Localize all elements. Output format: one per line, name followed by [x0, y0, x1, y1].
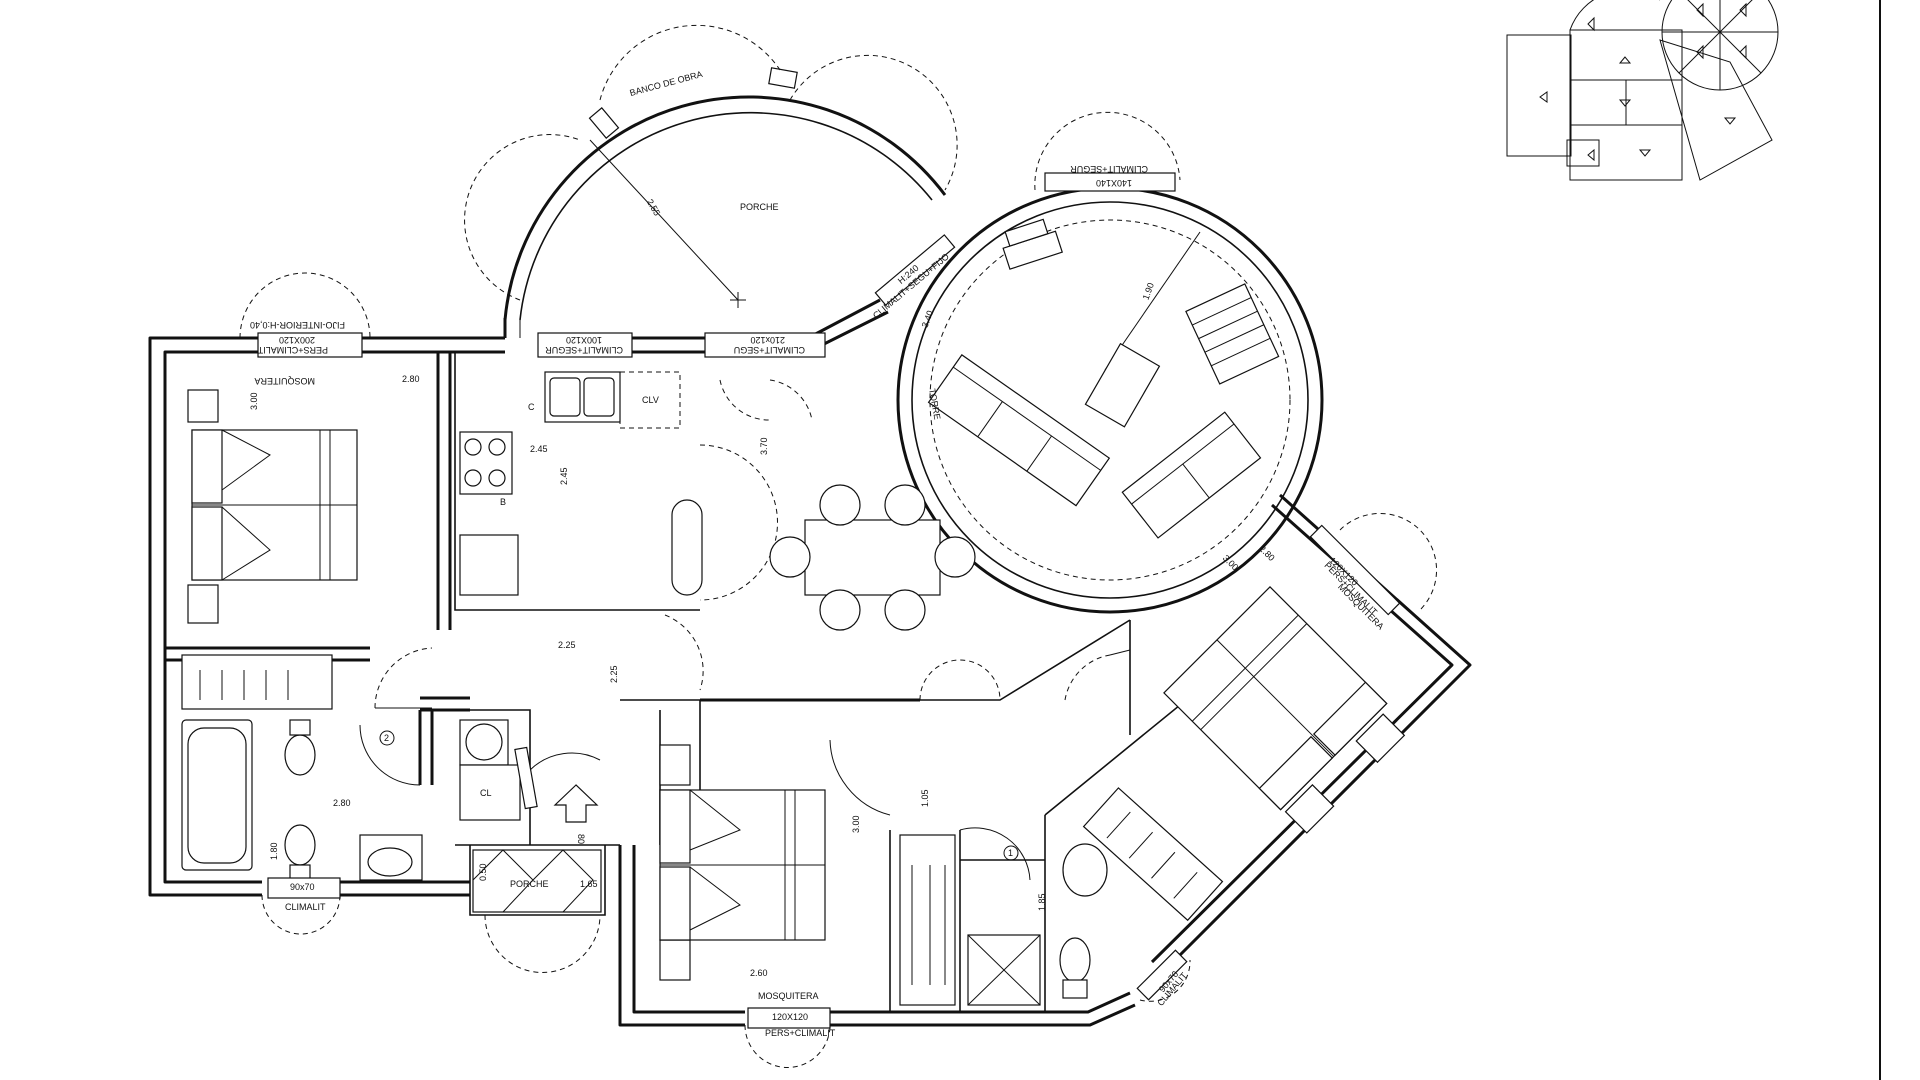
- window-door-line2: CLIMALIT+SEGU: [734, 345, 805, 355]
- dim-2-55: 2.55: [645, 197, 662, 217]
- window-left-top-line2: 200X120: [279, 335, 315, 345]
- bedroom-middle-furniture: [659, 744, 956, 1006]
- kitchen-furniture: [459, 371, 703, 596]
- bedroom-left-furniture: [181, 389, 358, 710]
- bathroom-middle-fixtures: [967, 843, 1108, 1006]
- dim-1-90: 1.90: [1141, 281, 1156, 301]
- label-cl: CL: [480, 788, 492, 798]
- dim-1-65: 1.65: [580, 879, 598, 889]
- closet-and-boiler: [459, 719, 599, 823]
- label-num-2: 2: [384, 733, 389, 743]
- sofa-left: [927, 354, 1111, 507]
- dim-1-80: 1.80: [269, 842, 279, 860]
- bedroom-right-furniture: [1082, 586, 1406, 922]
- label-banco-obra: BANCO DE OBRA: [629, 69, 704, 98]
- dim-2-60: 2.60: [750, 968, 768, 978]
- dim-2-80-bath: 2.80: [333, 798, 351, 808]
- window-left-top-line1: FIJO-INTERIOR-H:0,40: [250, 320, 345, 330]
- window-tower-line1: 140X140: [1096, 178, 1132, 188]
- dim-1-05: 1.05: [920, 789, 930, 807]
- dim-3-00-left: 3.00: [249, 392, 259, 410]
- interior-walls: [165, 352, 1276, 1012]
- window-marks: [257, 172, 1401, 1029]
- doors: [239, 272, 1438, 1068]
- window-bottom-line1: 120X120: [772, 1012, 808, 1022]
- bathroom-left-fixtures: [181, 719, 423, 881]
- dim-80: 80: [576, 834, 586, 844]
- label-mosquitera-left: MOSQUITERA: [254, 376, 315, 386]
- fireplace: [1185, 283, 1280, 385]
- window-porch-line2: CLIMALIT+SEGUR: [545, 345, 623, 355]
- dining-set: [769, 484, 976, 631]
- label-porche-bottom: PORCHE: [510, 879, 549, 889]
- label-b: B: [500, 497, 506, 507]
- dim-2-45-a: 2.45: [530, 444, 548, 454]
- dim-3-70: 3.70: [759, 437, 769, 455]
- label-clv: CLV: [642, 395, 659, 405]
- dim-2-45-b: 2.45: [559, 467, 569, 485]
- window-tower-line2: CLIMALIT+SEGUR: [1070, 164, 1148, 174]
- window-bottom-line2: PERS+CLIMALIT: [765, 1028, 836, 1038]
- porch-radius-line: [589, 139, 739, 301]
- sofa-right: [1121, 411, 1262, 539]
- window-door-line1: 210x120: [750, 335, 785, 345]
- dim-1-85: 1.85: [1037, 893, 1047, 911]
- label-num-1: 1: [1008, 848, 1013, 858]
- dim-0-50: 0.50: [478, 863, 488, 881]
- porch-arc: [464, 24, 958, 338]
- tower: [896, 111, 1324, 614]
- porch-bottom-tiles: [472, 849, 602, 913]
- dim-2-80-top: 2.80: [402, 374, 420, 384]
- label-porche-top: PORCHE: [740, 202, 779, 212]
- dim-2-25-a: 2.25: [558, 640, 576, 650]
- label-c: C: [528, 402, 535, 412]
- dim-2-25-b: 2.25: [609, 665, 619, 683]
- key-plan: [1506, 0, 1779, 181]
- window-bath-line1: 90x70: [290, 882, 315, 892]
- window-porch-line1: 100X120: [566, 335, 602, 345]
- window-left-top-line3: PERS+CLIMALIT: [257, 345, 328, 355]
- tv-unit: [1002, 218, 1063, 270]
- dim-3-00-mid: 3.00: [851, 815, 861, 833]
- label-mosquitera-bottom: MOSQUITERA: [758, 991, 819, 1001]
- coffee-table: [1084, 342, 1161, 428]
- dim-3-40: 3.40: [920, 309, 935, 329]
- dim-2-80-right: 2.80: [1257, 544, 1276, 563]
- window-bath-line2: CLIMALIT: [285, 902, 326, 912]
